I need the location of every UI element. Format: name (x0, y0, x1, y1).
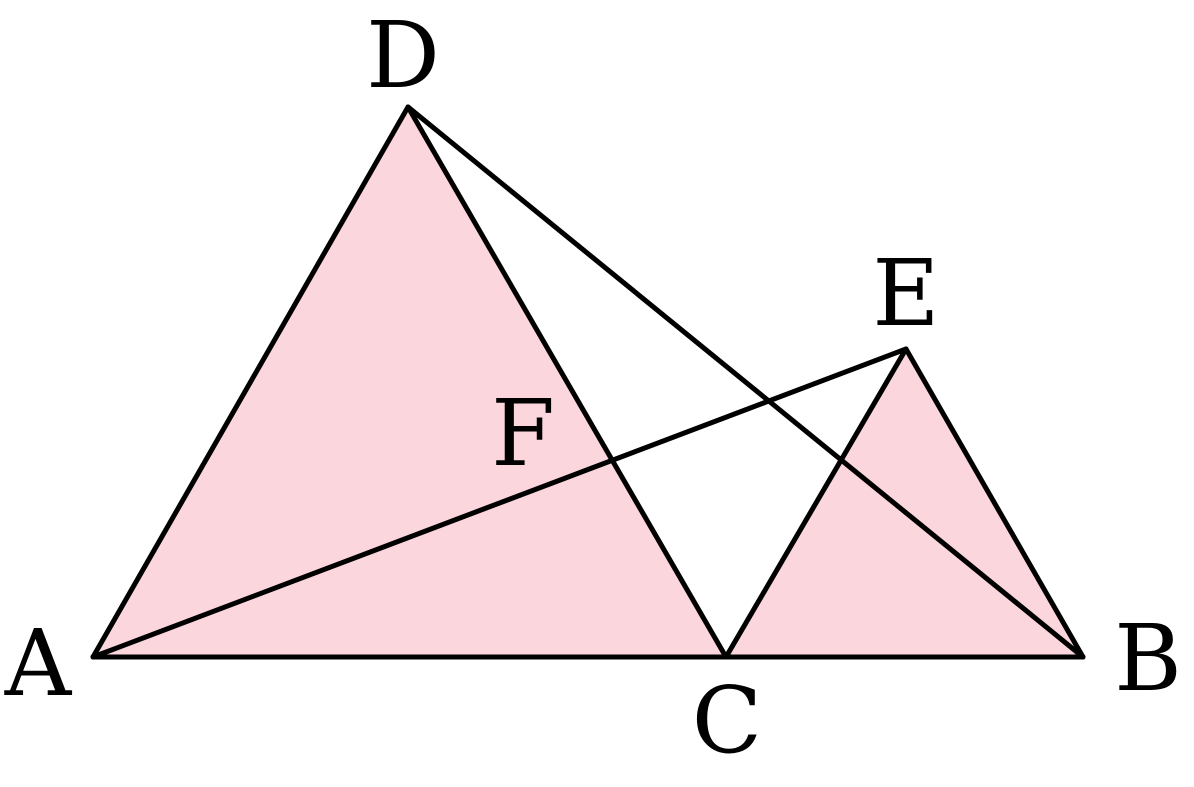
shaded-regions (93, 107, 1083, 657)
shaded-triangle-acd (93, 107, 726, 657)
shaded-triangle-cbe (726, 349, 1083, 657)
segment-eb (903, 346, 1086, 660)
segments (90, 104, 1086, 660)
point-label-d: D (366, 2, 440, 109)
point-label-b: B (1114, 605, 1182, 712)
point-label-c: C (692, 667, 762, 774)
segment-dc (405, 104, 729, 660)
point-label-a: A (4, 610, 73, 717)
segment-ad (90, 104, 411, 660)
point-label-e: E (872, 240, 939, 347)
point-labels: D E F A B C (4, 2, 1182, 774)
segment-db (405, 104, 1086, 660)
segment-ce (723, 346, 909, 660)
point-label-f: F (491, 380, 555, 487)
